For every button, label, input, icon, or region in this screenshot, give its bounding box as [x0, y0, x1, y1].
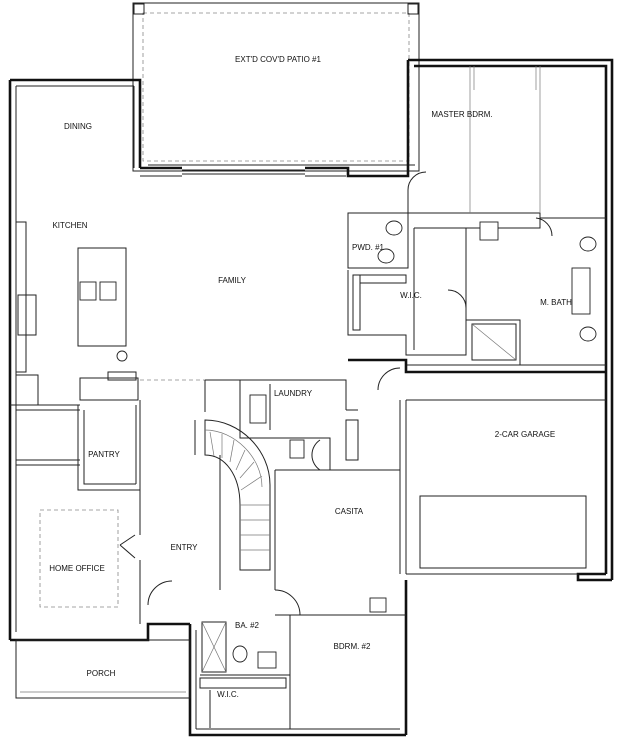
label-bedroom-2: BDRM. #2 [334, 642, 371, 651]
label-patio: EXT'D COV'D PATIO #1 [235, 55, 321, 64]
label-master-bath: M. BATH [540, 298, 572, 307]
label-powder-room: PWD. #1 [352, 243, 385, 252]
label-casita: CASITA [335, 507, 364, 516]
label-porch: PORCH [87, 669, 116, 678]
label-kitchen: KITCHEN [52, 221, 87, 230]
label-bath-2: BA. #2 [235, 621, 260, 630]
label-master-wic: W.I.C. [400, 291, 422, 300]
label-home-office: HOME OFFICE [49, 564, 105, 573]
patio-area [132, 2, 420, 172]
exterior-walls [8, 58, 614, 737]
label-dining: DINING [64, 122, 92, 131]
interior-walls [10, 66, 606, 729]
label-garage: 2-CAR GARAGE [495, 430, 555, 439]
label-pantry: PANTRY [88, 450, 120, 459]
label-laundry: LAUNDRY [274, 389, 313, 398]
label-family: FAMILY [218, 276, 247, 285]
label-entry: ENTRY [171, 543, 199, 552]
label-master-bedroom: MASTER BDRM. [431, 110, 492, 119]
label-bedroom-2-wic: W.I.C. [217, 690, 239, 699]
